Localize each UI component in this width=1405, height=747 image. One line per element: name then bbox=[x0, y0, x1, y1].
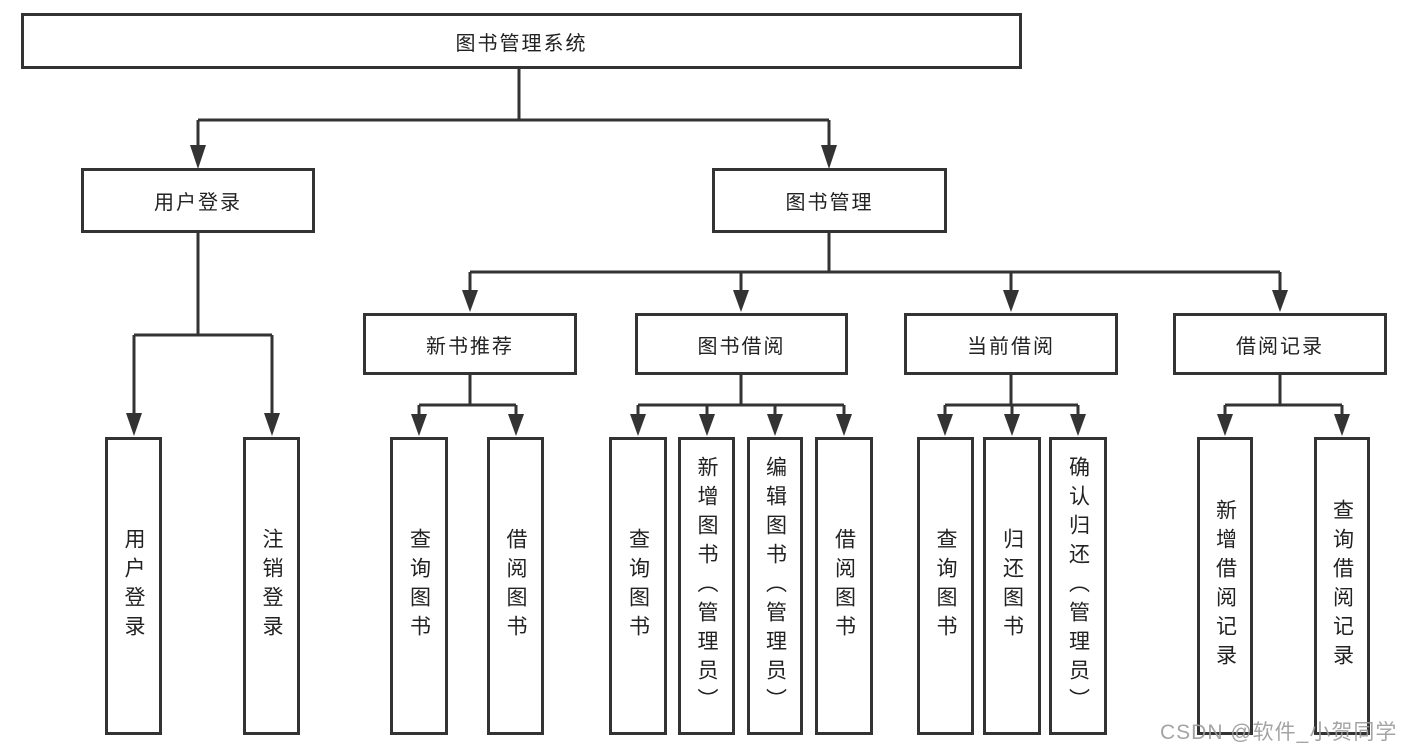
node-current-borrow: 当前借阅 bbox=[904, 313, 1118, 375]
node-book-borrow: 图书借阅 bbox=[635, 313, 848, 375]
connector-borrow-record-to-leaves bbox=[1217, 375, 1350, 436]
node-edit-book-admin-label: 编辑图书（管理员） bbox=[763, 455, 787, 717]
node-confirm-return-admin: 确认归还（管理员） bbox=[1049, 437, 1107, 735]
node-query-book-recommend-label: 查询图书 bbox=[407, 528, 431, 644]
csdn-watermark: CSDN @软件_小贺同学 bbox=[1160, 721, 1398, 744]
node-user-login-label: 用户登录 bbox=[154, 192, 242, 214]
connector-root-to-level2 bbox=[190, 69, 837, 169]
node-edit-book-admin: 编辑图书（管理员） bbox=[747, 437, 803, 735]
node-query-book-current-label: 查询图书 bbox=[934, 528, 957, 644]
arrowhead-icon bbox=[190, 145, 206, 169]
node-borrow-record-label: 借阅记录 bbox=[1236, 335, 1324, 358]
arrowhead-icon bbox=[1070, 414, 1086, 436]
connector-book-management-to-level3 bbox=[462, 233, 1288, 312]
arrowhead-icon bbox=[836, 414, 852, 436]
arrowhead-icon bbox=[1272, 290, 1288, 312]
node-add-borrow-record: 新增借阅记录 bbox=[1197, 437, 1253, 735]
node-current-borrow-label: 当前借阅 bbox=[967, 335, 1055, 358]
connector-user-login-to-leaves bbox=[126, 233, 280, 436]
node-root: 图书管理系统 bbox=[21, 13, 1022, 69]
node-add-book-admin: 新增图书（管理员） bbox=[678, 437, 735, 735]
node-book-borrow-label: 图书借阅 bbox=[697, 335, 786, 358]
node-add-book-admin-label: 新增图书（管理员） bbox=[695, 455, 718, 717]
arrowhead-icon bbox=[821, 145, 837, 169]
node-user-login: 用户登录 bbox=[81, 168, 315, 233]
arrowhead-icon bbox=[937, 414, 953, 436]
node-logout-leaf-label: 注销登录 bbox=[260, 528, 283, 644]
node-query-borrow-record-label: 查询借阅记录 bbox=[1330, 499, 1354, 673]
node-logout-leaf: 注销登录 bbox=[243, 437, 300, 735]
node-return-book-label: 归还图书 bbox=[1000, 528, 1024, 644]
node-user-login-leaf: 用户登录 bbox=[105, 437, 162, 735]
node-add-borrow-record-label: 新增借阅记录 bbox=[1213, 499, 1237, 673]
node-query-book-borrow: 查询图书 bbox=[609, 437, 667, 735]
arrowhead-icon bbox=[411, 414, 427, 436]
arrowhead-icon bbox=[630, 414, 646, 436]
node-new-book-recommend: 新书推荐 bbox=[363, 313, 577, 375]
connector-current-borrow-to-leaves bbox=[937, 375, 1086, 436]
node-borrow-record: 借阅记录 bbox=[1173, 313, 1387, 375]
arrowhead-icon bbox=[1003, 290, 1019, 312]
node-user-login-leaf-label: 用户登录 bbox=[122, 528, 145, 644]
arrowhead-icon bbox=[1334, 414, 1350, 436]
node-new-book-recommend-label: 新书推荐 bbox=[426, 335, 514, 358]
node-borrow-book-leaf-label: 借阅图书 bbox=[832, 528, 856, 644]
arrowhead-icon bbox=[1217, 414, 1233, 436]
arrowhead-icon bbox=[767, 414, 783, 436]
arrowhead-icon bbox=[126, 413, 142, 436]
node-root-label: 图书管理系统 bbox=[455, 32, 588, 55]
node-query-book-recommend: 查询图书 bbox=[390, 437, 448, 735]
node-query-book-current: 查询图书 bbox=[917, 437, 974, 735]
connector-book-borrow-to-leaves bbox=[630, 375, 852, 436]
arrowhead-icon bbox=[508, 414, 524, 436]
node-query-borrow-record: 查询借阅记录 bbox=[1314, 437, 1370, 735]
connector-new-book-recommend-to-leaves bbox=[411, 375, 524, 436]
node-query-book-borrow-label: 查询图书 bbox=[626, 528, 650, 644]
arrowhead-icon bbox=[264, 413, 280, 436]
node-book-management: 图书管理 bbox=[712, 168, 947, 233]
node-book-management-label: 图书管理 bbox=[785, 192, 874, 214]
arrowhead-icon bbox=[733, 290, 749, 312]
arrowhead-icon bbox=[1004, 414, 1020, 436]
node-confirm-return-admin-label: 确认归还（管理员） bbox=[1066, 455, 1090, 717]
arrowhead-icon bbox=[699, 414, 715, 436]
node-borrow-book-leaf: 借阅图书 bbox=[815, 437, 873, 735]
node-return-book: 归还图书 bbox=[983, 437, 1041, 735]
node-borrow-book-recommend-label: 借阅图书 bbox=[504, 528, 527, 644]
arrowhead-icon bbox=[462, 290, 478, 312]
node-borrow-book-recommend: 借阅图书 bbox=[487, 437, 544, 735]
